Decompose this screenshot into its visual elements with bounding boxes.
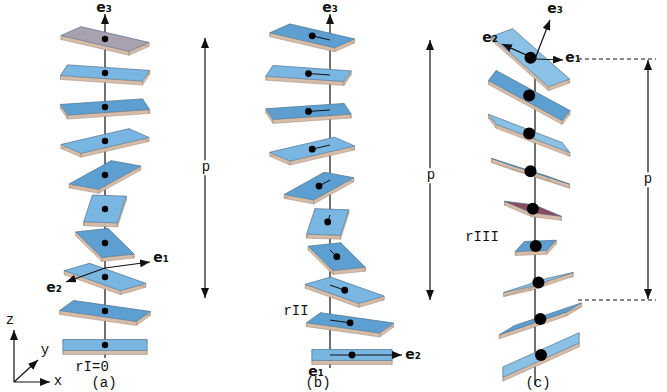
plate-side	[312, 360, 392, 364]
plate-top	[504, 201, 561, 216]
vector-arrow	[535, 59, 563, 60]
vector-label: e₃	[322, 0, 338, 15]
plate-top	[308, 243, 365, 271]
plate-top	[504, 273, 574, 293]
plate-top	[69, 161, 140, 190]
plate-top	[84, 195, 127, 223]
center-dot	[535, 349, 547, 361]
center-dot	[523, 90, 535, 102]
vector-label: e₃	[96, 0, 112, 15]
plate-top	[63, 340, 147, 351]
plate-top	[270, 137, 355, 161]
coordinate-axis	[14, 381, 50, 382]
center-dot	[305, 70, 312, 77]
plate-top	[60, 65, 149, 81]
plate-top	[499, 303, 581, 335]
center-dot	[102, 342, 108, 348]
vector-label: e₂	[405, 347, 421, 362]
figure-label: p	[425, 168, 437, 183]
vector-arrow	[105, 262, 150, 268]
vector-label: e₂	[46, 280, 62, 295]
vector-label: e₁	[565, 50, 581, 65]
vector-arrow	[502, 44, 535, 59]
vector-label: e₃	[547, 1, 563, 16]
plate-side	[63, 350, 147, 354]
center-dot	[525, 52, 537, 64]
center-dot	[102, 138, 108, 144]
plate-top	[61, 129, 149, 154]
plate-top	[270, 24, 355, 48]
plate-top	[491, 29, 569, 87]
center-dot	[102, 274, 108, 280]
center-dot	[347, 319, 354, 326]
center-dot	[102, 70, 108, 76]
plate-top	[307, 313, 394, 333]
center-dot	[102, 206, 108, 212]
figure-label: rI=0	[73, 360, 111, 375]
center-dot	[309, 146, 316, 153]
plate-top	[266, 103, 351, 119]
center-dot	[316, 183, 323, 190]
plate-top	[305, 277, 384, 303]
vector-label: e₂	[482, 30, 498, 45]
center-dot	[102, 36, 108, 42]
plate-top	[307, 209, 349, 236]
center-dot	[333, 253, 340, 260]
figure-label: x	[54, 374, 62, 389]
vector-arrow	[66, 268, 105, 282]
vector-label: e₁	[153, 250, 169, 265]
center-dot	[525, 165, 537, 177]
figure-label: rIII	[463, 230, 501, 245]
plate-top	[503, 333, 579, 377]
vector-arrow	[352, 354, 402, 355]
plate-side	[496, 124, 570, 156]
center-dot	[102, 240, 108, 246]
plate-top	[76, 229, 134, 258]
plate-top	[266, 66, 351, 82]
figure-label: z	[6, 313, 14, 328]
figure-label: y	[41, 343, 49, 358]
plate-top	[61, 27, 149, 52]
plate-top	[60, 301, 151, 322]
center-dot	[527, 203, 539, 215]
center-dot	[102, 308, 108, 314]
pitch-guide	[578, 59, 656, 60]
center-dot	[532, 277, 544, 289]
center-dot	[305, 108, 312, 115]
figure-label: (a)	[91, 376, 116, 391]
center-dot	[534, 313, 546, 325]
center-dot	[102, 104, 108, 110]
coordinate-axis	[14, 360, 38, 382]
plate-top	[515, 240, 556, 251]
figure-label: p	[200, 160, 212, 175]
figure-label: rII	[281, 304, 310, 319]
figure-label: (c)	[525, 376, 550, 391]
figure-label: p	[642, 172, 654, 187]
center-dot	[309, 32, 316, 39]
vector-arrow	[535, 20, 550, 59]
plate-top	[284, 172, 353, 200]
plate-side	[530, 273, 573, 291]
center-dot	[341, 287, 348, 294]
center-dot	[324, 219, 331, 226]
plate-top	[60, 99, 149, 115]
center-dot	[530, 240, 542, 252]
center-dot	[102, 172, 108, 178]
plate-top	[491, 158, 569, 184]
figure-label: (b)	[305, 376, 330, 391]
center-dot	[523, 127, 535, 139]
pitch-guide	[578, 300, 656, 301]
coordinate-axis	[13, 330, 14, 382]
plate-side	[499, 312, 566, 339]
